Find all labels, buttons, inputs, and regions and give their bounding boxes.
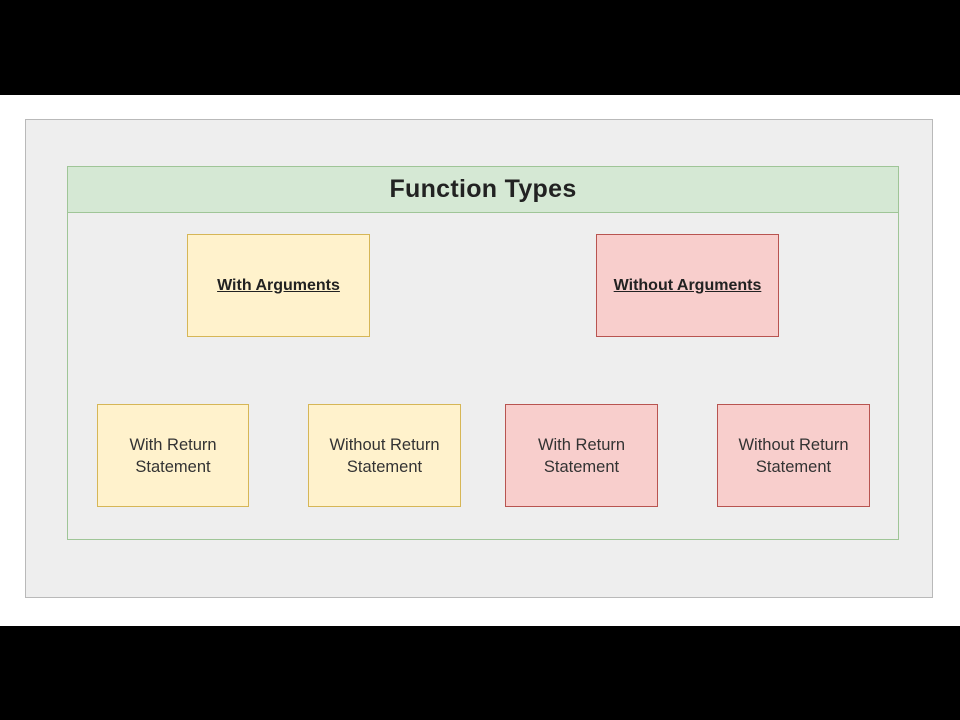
node-label-line-1: Without Return [329,435,440,454]
node-label: With Return Statement [538,434,625,478]
node-label-line-2: Statement [346,457,423,476]
node-with-arguments: With Arguments [187,234,370,337]
node-without-arguments: Without Arguments [596,234,779,337]
node-label-line-1: With Return [537,435,626,454]
node-label-line-2: Statement [755,457,832,476]
diagram-title: Function Types [389,175,577,203]
node-label: Without Return Statement [329,434,439,478]
node-without-args-without-return: Without Return Statement [717,404,870,507]
node-label-line-2: Statement [135,457,211,476]
node-label-line-2: Statement [543,457,620,476]
node-without-args-with-return: With Return Statement [505,404,658,507]
node-without-arguments-label: Without Arguments [613,276,762,294]
node-label-line-1: Without Return [738,435,849,454]
node-with-args-without-return: Without Return Statement [308,404,461,507]
node-label: With Return Statement [129,434,216,478]
node-label: Without Return Statement [738,434,848,478]
node-with-args-with-return: With Return Statement [97,404,249,507]
node-with-arguments-label: With Arguments [217,276,340,294]
function-types-panel: Function Types [67,166,899,540]
title-bar: Function Types [68,167,898,213]
diagram-stage: Function Types With Arguments Without Ar… [0,95,960,626]
node-label-line-1: With Return [129,435,217,454]
